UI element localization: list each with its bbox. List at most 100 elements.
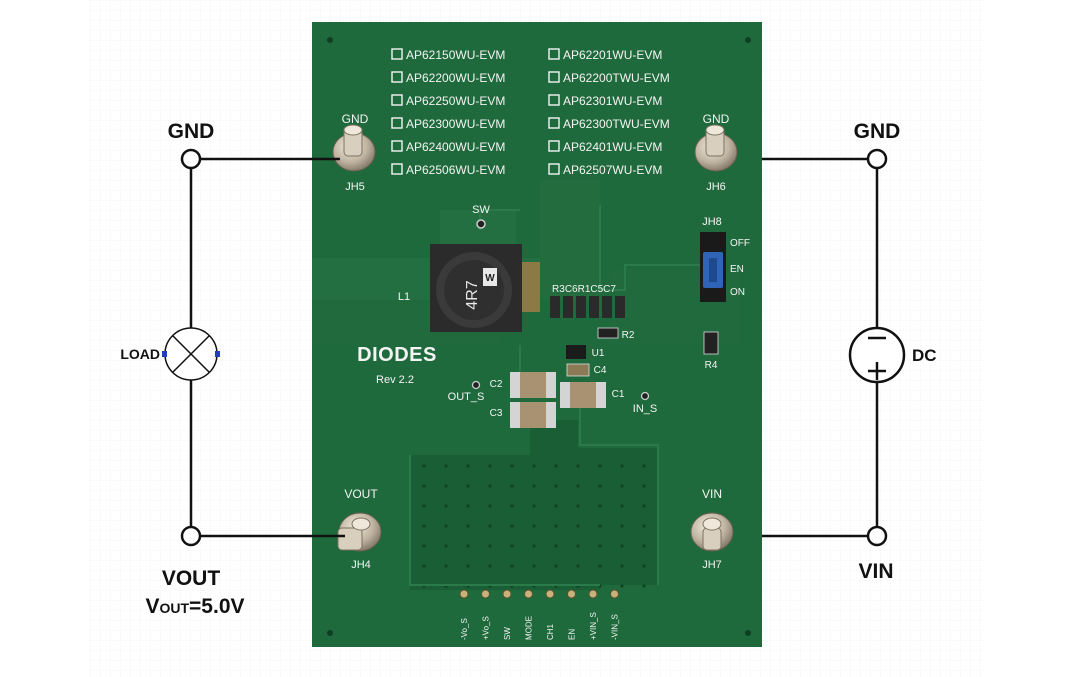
terminal-post-jh5[interactable] [332,124,376,172]
header-pin[interactable] [545,589,555,599]
vout-value-label: VOUT=5.0V [145,595,244,618]
svg-text:AP62300WU-EVM: AP62300WU-EVM [406,117,505,131]
jh6-label: GND [703,112,730,126]
out-s-label: OUT_S [448,391,485,403]
variant-item: AP62150WU-EVM [391,48,505,62]
inductor-l1: W 4R7 [430,244,540,332]
variant-item: AP62506WU-EVM [391,163,505,177]
diodes-logo: DIODES [357,344,437,366]
jh7-label: VIN [702,487,722,501]
load-label: LOAD [120,346,160,362]
revision-label: Rev 2.2 [376,374,414,386]
header-pin[interactable] [459,589,469,599]
header-pin-label: -Vo_S [460,618,469,640]
out-s-test-point[interactable] [471,380,481,390]
variant-item: AP62200WU-EVM [391,71,505,85]
vout-label: VOUT [162,567,221,590]
header-pin[interactable] [481,589,490,599]
jh8-ref: JH8 [702,216,722,228]
r4-ref: R4 [705,360,718,371]
variant-item: AP62301WU-EVM [548,94,662,108]
c1-ref: C1 [612,389,625,400]
header-pin[interactable] [502,589,512,599]
variant-item: AP62300TWU-EVM [548,117,670,131]
capacitor-c2 [510,372,556,398]
header-pin-label: SW [503,627,512,640]
resistor-r2 [597,327,619,339]
jh5-ref: JH5 [345,181,365,193]
pcb-board [312,22,762,647]
svg-text:AP62506WU-EVM: AP62506WU-EVM [406,163,505,177]
enable-jumper-jh8[interactable] [700,232,726,302]
jh6-ref: JH6 [706,181,726,193]
dc-source-icon [848,326,906,384]
terminal-post-jh4[interactable] [337,512,382,552]
jumper-on-label: ON [730,287,745,298]
in-s-test-point[interactable] [640,391,650,401]
gnd-right-label: GND [854,120,901,143]
external-wiring [189,157,879,538]
header-pin[interactable] [567,589,576,599]
header-pin-label: +Vo_S [482,616,491,640]
header-pin-label: +VIN_S [589,612,598,640]
svg-text:AP62301WU-EVM: AP62301WU-EVM [563,94,662,108]
terminal-gnd-right [866,148,888,170]
svg-text:AP62200TWU-EVM: AP62200TWU-EVM [563,71,670,85]
svg-text:AP62150WU-EVM: AP62150WU-EVM [406,48,505,62]
variant-list-left: AP62150WU-EVM AP62200WU-EVM AP62250WU-EV… [391,48,505,177]
header-pin[interactable] [524,589,533,599]
header-pin-label: MODE [525,616,534,640]
jh4-label: VOUT [344,487,378,501]
jumper-en-label: EN [730,264,744,275]
svg-text:AP62200WU-EVM: AP62200WU-EVM [406,71,505,85]
ic-u1 [566,345,586,359]
terminal-gnd-left [180,148,202,170]
svg-text:AP62201WU-EVM: AP62201WU-EVM [563,48,662,62]
passive-row [550,296,625,318]
u1-ref: U1 [592,348,605,359]
jh7-ref: JH7 [702,559,722,571]
header-pin-label: CH1 [546,623,555,640]
variant-item: AP62400WU-EVM [391,140,505,154]
svg-text:AP62300TWU-EVM: AP62300TWU-EVM [563,117,670,131]
terminal-post-jh7[interactable] [690,512,734,552]
variant-item: AP62200TWU-EVM [548,71,670,85]
jh5-label: GND [342,112,369,126]
resistor-r4 [703,331,719,355]
load-lamp-icon [162,327,220,381]
gnd-left-label: GND [168,120,215,143]
capacitor-c1 [560,382,606,408]
capacitor-c4 [566,363,590,377]
variant-item: AP62250WU-EVM [391,94,505,108]
vin-label: VIN [858,560,893,583]
svg-text:W: W [485,273,495,284]
svg-text:AP62250WU-EVM: AP62250WU-EVM [406,94,505,108]
terminal-vout-left [180,525,202,547]
passive-refs: R3C6R1C5C7 [552,284,616,295]
terminal-vin-right [866,525,888,547]
variant-item: AP62201WU-EVM [548,48,662,62]
terminal-post-jh6[interactable] [694,124,738,172]
dc-label: DC [912,346,937,365]
sw-test-point[interactable] [476,219,486,229]
jumper-off-label: OFF [730,238,750,249]
header-pin-label: -VIN_S [611,614,620,640]
header-pin[interactable] [588,589,598,599]
c2-ref: C2 [490,379,503,390]
svg-text:AP62400WU-EVM: AP62400WU-EVM [406,140,505,154]
header-pin[interactable] [610,589,619,599]
in-s-label: IN_S [633,403,657,415]
svg-text:AP62507WU-EVM: AP62507WU-EVM [563,163,662,177]
variant-item: AP62300WU-EVM [391,117,505,131]
r2-ref: R2 [622,330,635,341]
c3-ref: C3 [490,408,503,419]
l1-ref: L1 [398,291,410,303]
svg-text:AP62401WU-EVM: AP62401WU-EVM [563,140,662,154]
inductor-value: 4R7 [464,280,481,309]
variant-list-right: AP62201WU-EVM AP62200TWU-EVM AP62301WU-E… [548,48,670,177]
capacitor-c3 [510,402,556,428]
jh4-ref: JH4 [351,559,371,571]
variant-item: AP62401WU-EVM [548,140,662,154]
